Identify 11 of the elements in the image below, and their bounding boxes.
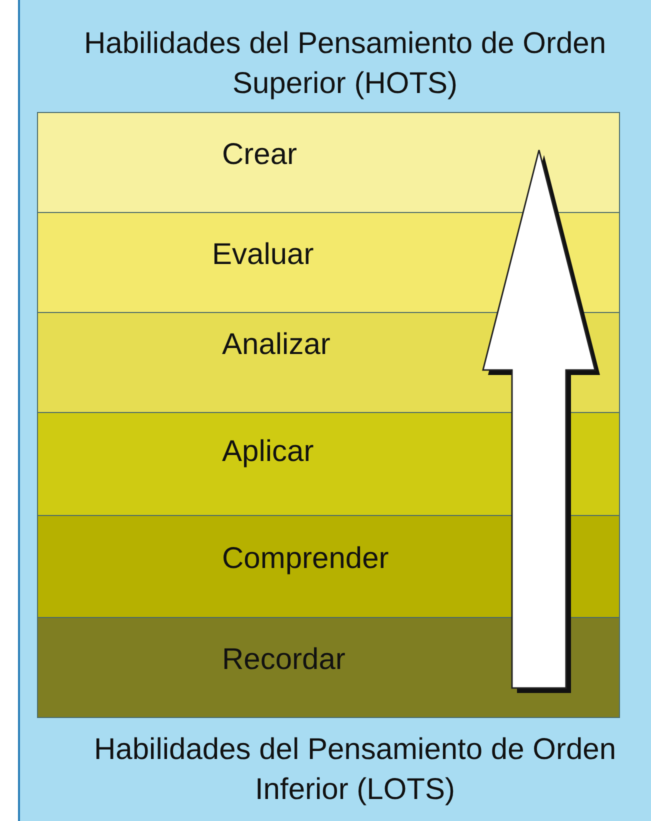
block-arrow [482, 149, 600, 693]
level-band [37, 617, 620, 718]
caption: Habilidades del Pensamiento de Orden Inferior (LOTS) [93, 732, 617, 808]
level-label: Recordar [222, 642, 346, 676]
level-band [37, 112, 620, 213]
level-label: Crear [222, 138, 298, 172]
level-label: Analizar [222, 328, 330, 362]
level-label: Aplicar [222, 435, 314, 469]
level-label: Evaluar [212, 238, 314, 272]
title: Habilidades del Pensamiento de Orden Superior (HOTS) [83, 26, 607, 102]
level-label: Comprender [222, 542, 389, 576]
